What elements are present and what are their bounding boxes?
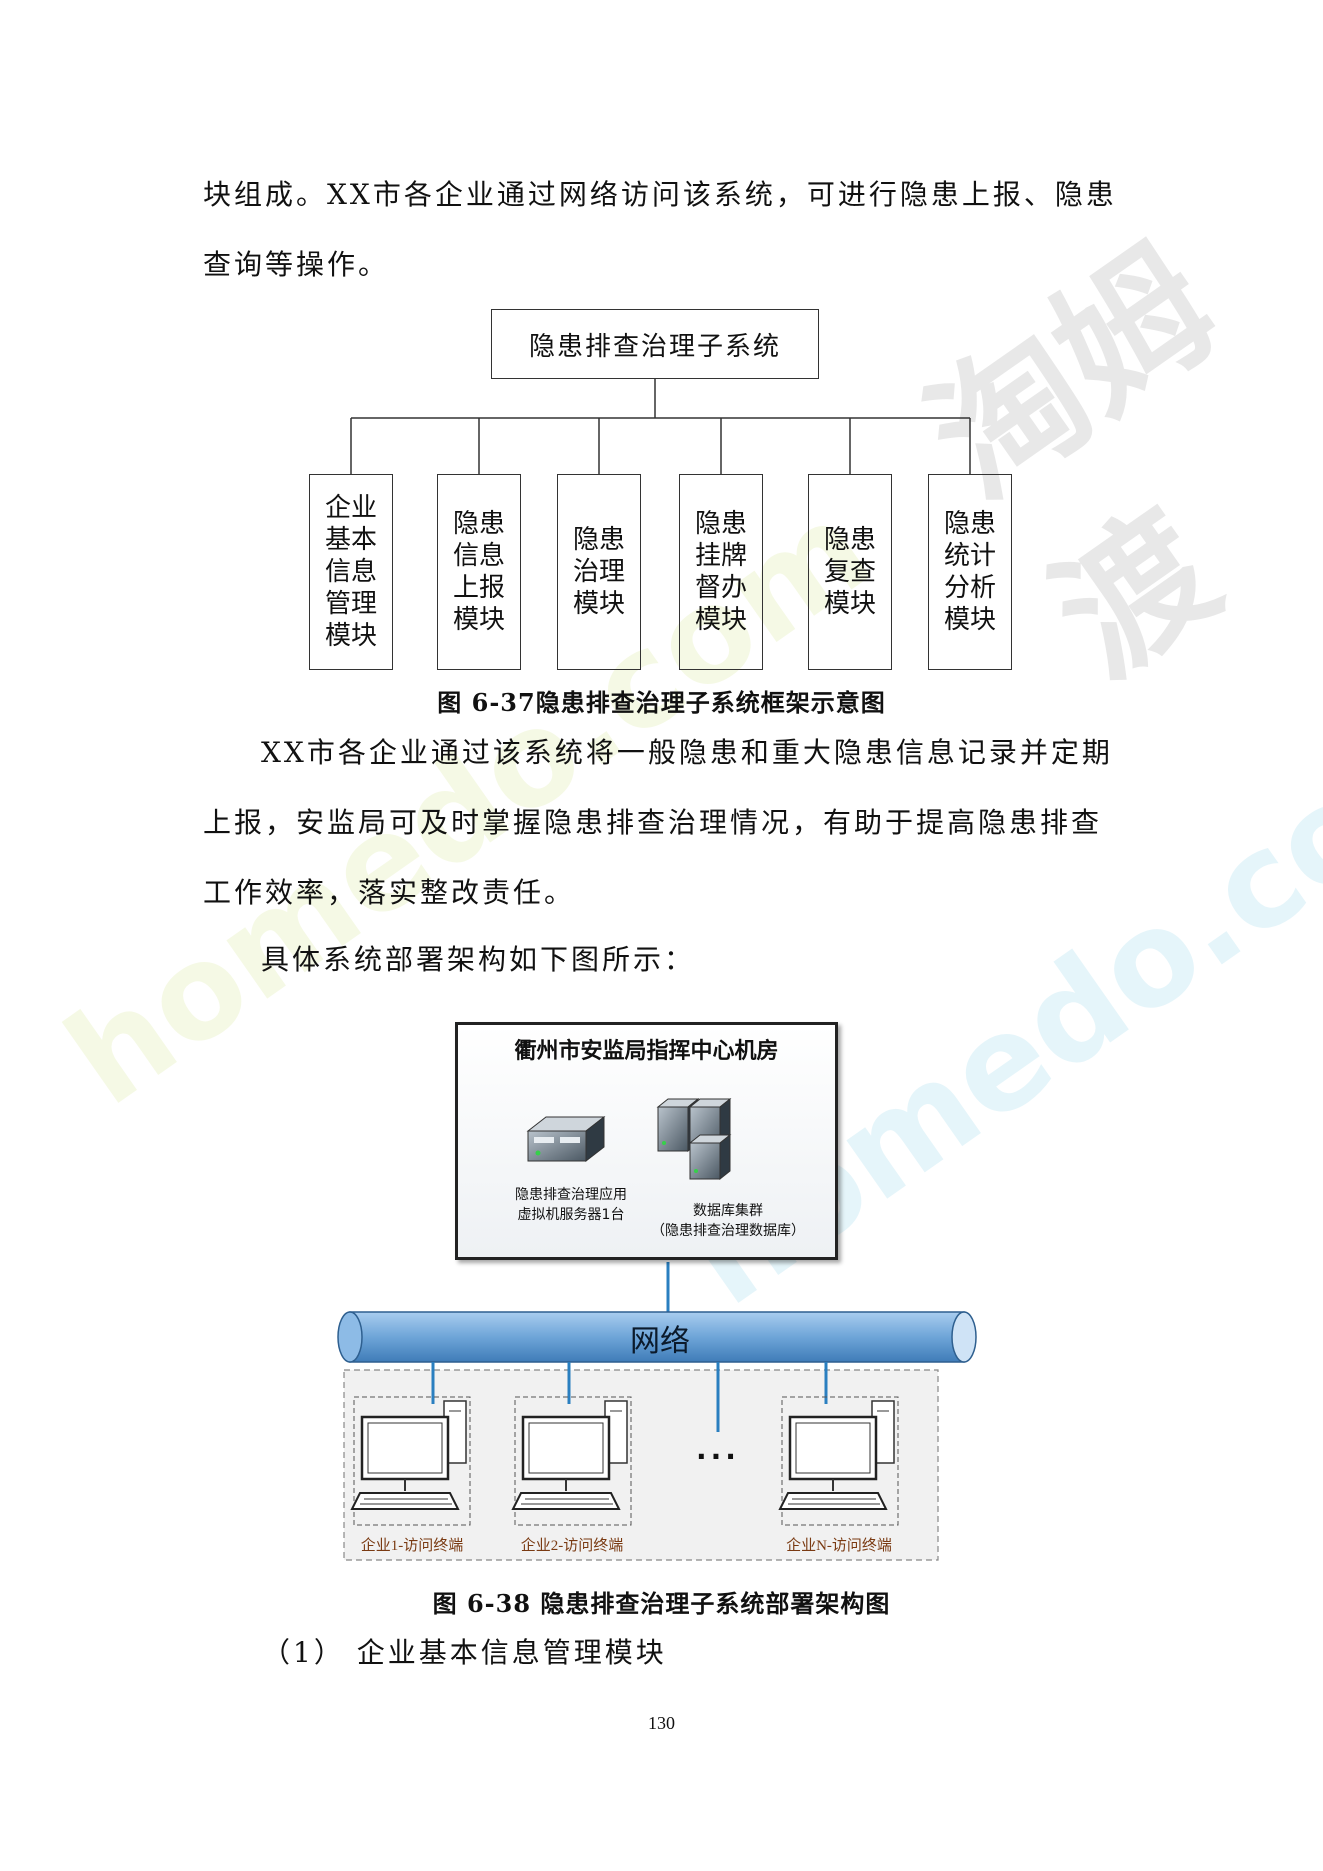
app-server-icon (526, 1115, 606, 1163)
org-module-hazard-supervision: 隐患 挂牌 督办 模块 (679, 474, 763, 670)
computer-icon (511, 1396, 632, 1526)
figure2-caption: 图 6-38 隐患排查治理子系统部署架构图 (432, 1589, 891, 1618)
terminal-2-label: 企业2-访问终端 (520, 1538, 624, 1554)
org-module-enterprise-info: 企业 基本 信息 管理 模块 (309, 474, 393, 670)
terminal-n-label: 企业N-访问终端 (786, 1538, 892, 1554)
terminal-ellipsis: ··· (696, 1440, 740, 1473)
paragraph-intro: 块组成。XX市各企业通过网络访问该系统，可进行隐患上报、隐患查询等操作。 (203, 178, 1117, 281)
paragraph-deployment-intro: 具体系统部署架构如下图所示： (261, 943, 696, 976)
server-room-box: 衢州市安监局指挥中心机房 (455, 1022, 838, 1260)
network-pipe (337, 1311, 977, 1363)
figure1-caption: 图 6-37隐患排查治理子系统框架示意图 (437, 688, 886, 717)
computer-icon (778, 1396, 899, 1526)
paragraph-description: XX市各企业通过该系统将一般隐患和重大隐患信息记录并定期上报，安监局可及时掌握隐… (203, 736, 1113, 909)
database-cluster-icon (656, 1097, 732, 1181)
deployment-diagram (337, 1262, 977, 1561)
computer-icon (350, 1396, 471, 1526)
terminal-1-label: 企业1-访问终端 (360, 1538, 464, 1554)
org-module-hazard-report: 隐患 信息 上报 模块 (437, 474, 521, 670)
org-root-box: 隐患排查治理子系统 (491, 309, 819, 379)
page-number: 130 (648, 1713, 675, 1733)
org-module-hazard-review: 隐患 复查 模块 (808, 474, 892, 670)
org-connector-lines (350, 379, 971, 474)
section-heading: （1） 企业基本信息管理模块 (262, 1636, 667, 1669)
org-module-hazard-statistics: 隐患 统计 分析 模块 (928, 474, 1012, 670)
app-server-label: 隐患排查治理应用 虚拟机服务器1台 (515, 1187, 627, 1223)
org-module-hazard-governance: 隐患 治理 模块 (557, 474, 641, 670)
db-cluster-label: 数据库集群 （隐患排查治理数据库） (651, 1203, 805, 1239)
network-label: 网络 (630, 1324, 690, 1359)
server-room-title: 衢州市安监局指挥中心机房 (514, 1039, 779, 1064)
